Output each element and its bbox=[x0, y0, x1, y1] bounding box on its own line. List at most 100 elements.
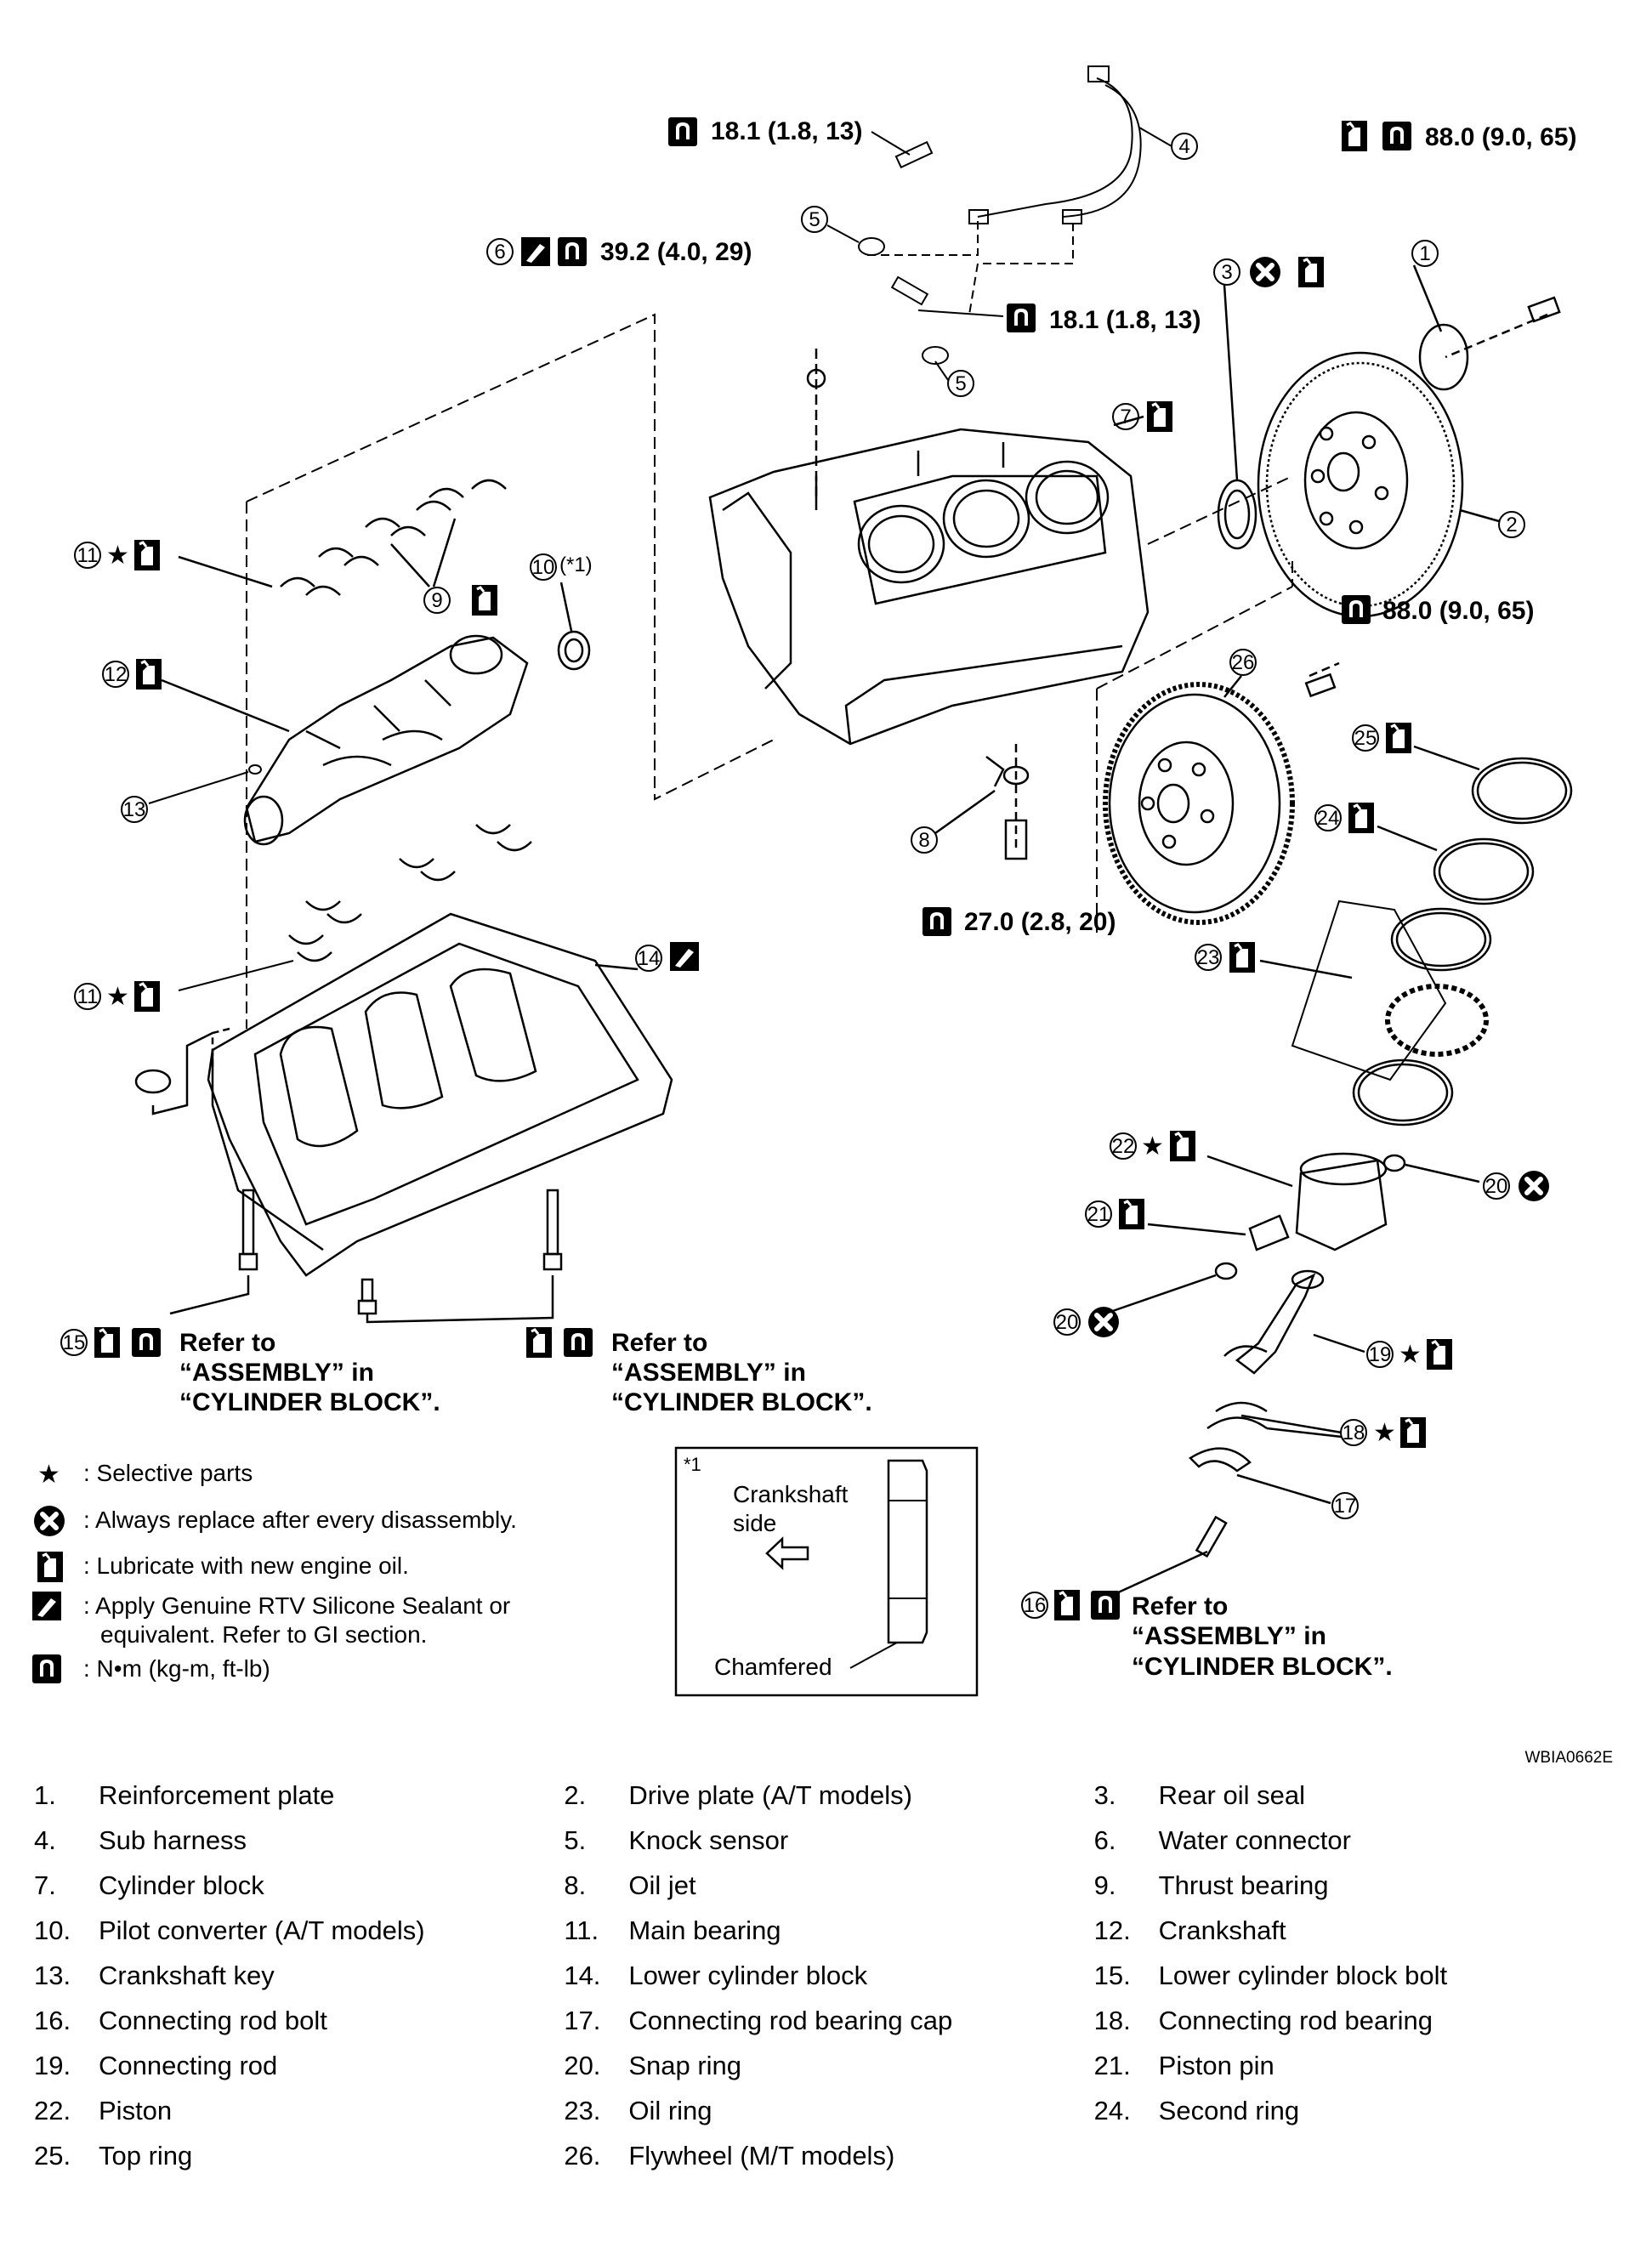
assembly-guide-lines bbox=[246, 313, 1293, 1029]
torque-icon bbox=[1342, 595, 1371, 624]
detail-box-label-1: Crankshaft bbox=[733, 1481, 849, 1507]
star-icon: ★ bbox=[106, 542, 129, 570]
part-name: Snap ring bbox=[628, 2050, 742, 2080]
callout-18: 18 bbox=[1340, 1419, 1367, 1446]
oil-icon bbox=[1145, 400, 1174, 434]
callout-5: 5 bbox=[947, 370, 974, 397]
part-number: 17. bbox=[564, 2005, 601, 2035]
part-item: 23.Oil ring bbox=[564, 2096, 1093, 2126]
sealant-icon bbox=[521, 237, 550, 266]
refer-note-16-line3: “CYLINDER BLOCK”. bbox=[1132, 1653, 1393, 1681]
svg-text:11: 11 bbox=[77, 544, 99, 567]
part-name: Piston bbox=[99, 2095, 173, 2125]
torque-sensor-bolt-top: 18.1 (1.8, 13) bbox=[711, 117, 862, 145]
torque-icon bbox=[1382, 122, 1411, 150]
part-number: 6. bbox=[1093, 1825, 1116, 1855]
part-name: Top ring bbox=[99, 2140, 193, 2171]
callout-12: 12 bbox=[102, 661, 129, 688]
part-item: 7.Cylinder block bbox=[34, 1870, 564, 1901]
svg-text:17: 17 bbox=[1334, 1495, 1357, 1518]
star-icon: ★ bbox=[1373, 1419, 1396, 1447]
part-item: 10.Pilot converter (A/T models) bbox=[34, 1915, 564, 1946]
torque-icon bbox=[668, 117, 697, 146]
torque-water-connector: 39.2 (4.0, 29) bbox=[600, 238, 752, 266]
part-number: 12. bbox=[1093, 1915, 1131, 1945]
star-icon: ★ bbox=[106, 983, 129, 1011]
torque-reinforcement-bolt: 88.0 (9.0, 65) bbox=[1425, 123, 1576, 151]
refer-note-15-line2: “ASSEMBLY” in bbox=[179, 1359, 374, 1387]
main-bearing-lower-drawing bbox=[288, 824, 532, 962]
arrow-left-icon bbox=[765, 1536, 809, 1570]
oil-icon bbox=[1425, 1337, 1454, 1371]
oil-icon bbox=[93, 1325, 122, 1359]
detail-box-chamfered: Chamfered bbox=[714, 1654, 832, 1680]
callout-1: 1 bbox=[1411, 240, 1439, 267]
svg-text:24: 24 bbox=[1317, 807, 1340, 830]
part-name: Crankshaft key bbox=[99, 1960, 275, 1990]
part-item: 18.Connecting rod bearing bbox=[1094, 2006, 1624, 2036]
callout-15: 15 bbox=[60, 1329, 88, 1356]
replace-icon bbox=[1250, 257, 1280, 287]
part-item: 11.Main bearing bbox=[564, 1915, 1093, 1946]
svg-text:20: 20 bbox=[1056, 1311, 1079, 1334]
part-number: 8. bbox=[564, 1870, 587, 1900]
refer-note-15-line1: Refer to bbox=[179, 1329, 275, 1357]
callout-6: 6 bbox=[486, 238, 514, 265]
callout-22: 22 bbox=[1110, 1132, 1137, 1160]
part-name: Oil ring bbox=[628, 2095, 712, 2125]
callout-14: 14 bbox=[635, 945, 662, 972]
part-name: Reinforcement plate bbox=[99, 1779, 335, 1810]
parts-row: 10.Pilot converter (A/T models)11.Main b… bbox=[34, 1908, 1624, 1953]
torque-icon bbox=[132, 1328, 161, 1357]
part-item: 6. Water connector bbox=[1094, 1825, 1624, 1856]
oil-icon bbox=[1168, 1129, 1197, 1163]
refer-note-15-line3: “CYLINDER BLOCK”. bbox=[179, 1388, 440, 1416]
part-number: 20. bbox=[564, 2050, 601, 2080]
replace-icon bbox=[1519, 1171, 1549, 1201]
part-item: 13.Crankshaft key bbox=[34, 1961, 564, 1991]
part-number: 9. bbox=[1093, 1870, 1116, 1900]
part-name: Piston pin bbox=[1158, 2050, 1274, 2080]
svg-text:4: 4 bbox=[1178, 135, 1189, 158]
part-name: Connecting rod bbox=[99, 2050, 278, 2080]
callout-9: 9 bbox=[423, 587, 451, 614]
part-number: 10. bbox=[34, 1915, 71, 1945]
oil-icon bbox=[1053, 1588, 1081, 1622]
torque-icon bbox=[558, 237, 587, 266]
oil-icon bbox=[133, 979, 162, 1013]
svg-text:5: 5 bbox=[955, 372, 966, 395]
part-name: Rear oil seal bbox=[1158, 1779, 1305, 1810]
part-number: 5. bbox=[564, 1825, 587, 1855]
part-name: Water connector bbox=[1158, 1825, 1351, 1855]
oil-icon bbox=[133, 538, 162, 572]
svg-text:8: 8 bbox=[918, 829, 929, 852]
drive-plate-drawing bbox=[1217, 264, 1561, 618]
part-item: 22. Piston bbox=[34, 2096, 564, 2126]
part-item: 16.Connecting rod bolt bbox=[34, 2006, 564, 2036]
svg-text:21: 21 bbox=[1087, 1203, 1110, 1226]
part-item: 1.Reinforcement plate bbox=[34, 1780, 564, 1811]
part-number: 22. bbox=[34, 2095, 71, 2125]
replace-icon bbox=[34, 1506, 65, 1536]
part-number: 21. bbox=[1093, 2050, 1131, 2080]
torque-icon bbox=[1091, 1591, 1120, 1620]
oil-icon bbox=[1384, 721, 1413, 755]
legend: ★ : Selective parts : Always replace aft… bbox=[32, 1460, 517, 1683]
part-name: Second ring bbox=[1158, 2095, 1300, 2125]
part-name: Connecting rod bearing cap bbox=[628, 2005, 953, 2035]
svg-text:10: 10 bbox=[532, 556, 555, 579]
callout-20: 20 bbox=[1053, 1308, 1081, 1336]
callout-19: 19 bbox=[1366, 1341, 1394, 1368]
part-item: 5.Knock sensor bbox=[564, 1825, 1093, 1856]
part-name: Connecting rod bolt bbox=[99, 2005, 327, 2035]
part-item: 15.Lower cylinder block bolt bbox=[1094, 1961, 1624, 1991]
torque-icon bbox=[564, 1328, 593, 1357]
callout-26: 26 bbox=[1229, 649, 1257, 676]
oil-jet-drawing bbox=[934, 744, 1030, 860]
torque-oil-jet: 27.0 (2.8, 20) bbox=[964, 908, 1116, 936]
part-item: 12.Crankshaft bbox=[1094, 1915, 1624, 1946]
callout-23: 23 bbox=[1195, 944, 1222, 971]
refer-note-bolts-line2: “ASSEMBLY” in bbox=[611, 1359, 806, 1387]
